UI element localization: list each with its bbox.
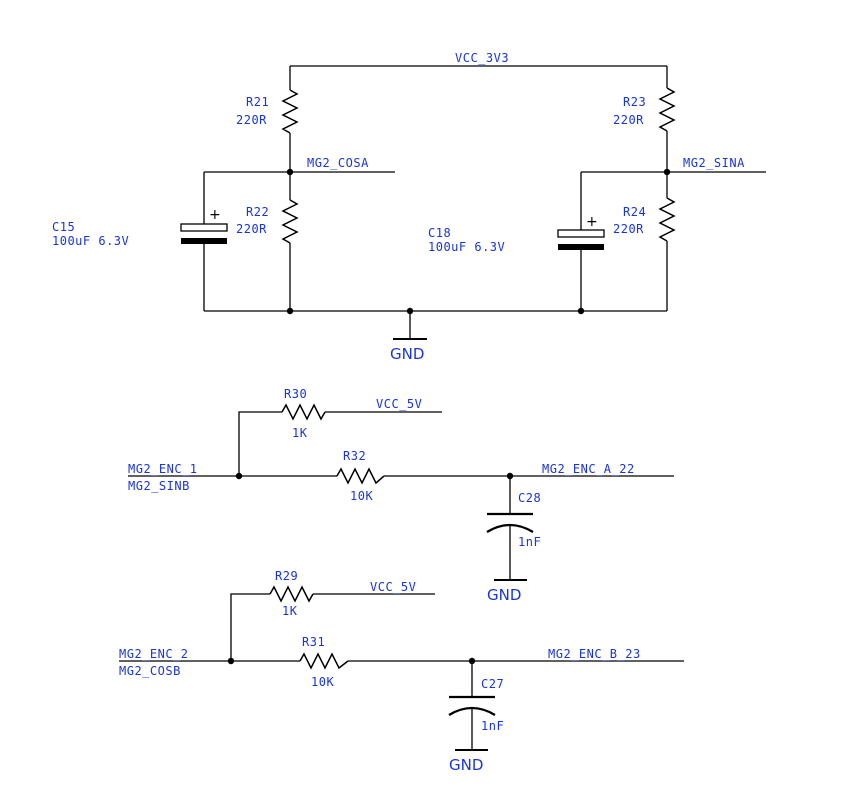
resistor-icon (281, 199, 299, 244)
mg2-cosa-label: MG2_COSA (307, 156, 369, 170)
polarized-capacitor-icon (557, 229, 605, 250)
resistor-r24: R24 220R (613, 197, 676, 242)
vcc-3v3-label: VCC_3V3 (455, 51, 509, 65)
resistor-icon (658, 197, 676, 242)
polarized-capacitor-icon (180, 223, 228, 244)
vcc-5v-label-b: VCC_5V (370, 580, 416, 594)
junction-dot-icon (286, 168, 294, 176)
c28-value: 1nF (518, 535, 541, 549)
r30-ref: R30 (284, 387, 307, 401)
r23-ref: R23 (623, 95, 646, 109)
resistor-r30: R30 1K (281, 387, 326, 440)
junction-dot-icon (235, 472, 243, 480)
capacitor-c27: C27 1nF (448, 661, 504, 750)
junction-dot-icon (577, 307, 585, 315)
junction-dot-icon (286, 307, 294, 315)
r32-ref: R32 (343, 449, 366, 463)
c15-value: 100uF 6.3V (52, 234, 129, 248)
resistor-icon (336, 467, 385, 485)
capacitor-icon (448, 695, 496, 716)
resistor-r21: R21 220R (236, 89, 299, 134)
junction-dot-icon (663, 168, 671, 176)
encoder-a-filter: R30 1K VCC_5V MG2_ENC_1 MG2_SINB R32 10K… (128, 387, 674, 604)
r31-ref: R31 (302, 635, 325, 649)
resistor-icon (299, 652, 349, 670)
r29-ref: R29 (275, 569, 298, 583)
c27-value: 1nF (481, 719, 504, 733)
resistor-r32: R32 10K (336, 449, 385, 503)
resistor-icon (281, 403, 326, 421)
r22-value: 220R (236, 222, 267, 236)
vcc-5v-label-a: VCC_5V (376, 397, 422, 411)
mg2-enc-2-label: MG2_ENC_2 (119, 647, 189, 661)
pullup-wire-b (230, 593, 270, 661)
c27-ref: C27 (481, 677, 504, 691)
mg2-sinb-label: MG2_SINB (128, 479, 190, 493)
r30-value: 1K (292, 426, 308, 440)
capacitor-icon (486, 512, 534, 533)
resistor-r23: R23 220R (613, 87, 676, 132)
mg2-enc-b-23-label: MG2_ENC_B_23 (548, 647, 641, 661)
resistor-icon (658, 87, 676, 132)
gnd-label-b: GND (449, 756, 483, 774)
c15-plus-sign: + (209, 207, 221, 223)
resistor-r31: R31 10K (299, 635, 349, 689)
top-gnd-label: GND (390, 345, 424, 363)
junction-dot-icon (227, 657, 235, 665)
resistor-r22: R22 220R (236, 199, 299, 244)
top-circuit: VCC_3V3 R21 220R MG2_COSA R22 220R + C (52, 51, 766, 363)
c28-ref: C28 (518, 491, 541, 505)
gnd-label-a: GND (487, 586, 521, 604)
vcc-3v3-rail (289, 65, 668, 90)
c15-ref: C15 (52, 220, 75, 234)
r21-value: 220R (236, 113, 267, 127)
r21-ref: R21 (246, 95, 269, 109)
c18-plus-sign: + (586, 214, 598, 230)
capacitor-c18: + C18 100uF 6.3V (428, 172, 605, 311)
resistor-icon (269, 585, 314, 603)
r29-value: 1K (282, 604, 298, 618)
r23-value: 220R (613, 113, 644, 127)
pullup-wire-a (238, 411, 282, 476)
r31-value: 10K (311, 675, 334, 689)
ground-icon (393, 311, 427, 340)
encoder-b-filter: R29 1K VCC_5V MG2_ENC_2 MG2_COSB R31 10K… (119, 569, 684, 774)
r24-value: 220R (613, 222, 644, 236)
mg2-cosb-label: MG2_COSB (119, 664, 181, 678)
r22-ref: R22 (246, 205, 269, 219)
mg2-sina-label: MG2_SINA (683, 156, 745, 170)
mg2-enc-a-22-label: MG2_ENC_A_22 (542, 462, 635, 476)
r32-value: 10K (350, 489, 373, 503)
resistor-r29: R29 1K (269, 569, 314, 618)
mg2-enc-1-label: MG2_ENC_1 (128, 462, 198, 476)
c18-ref: C18 (428, 226, 451, 240)
r24-ref: R24 (623, 205, 646, 219)
capacitor-c28: C28 1nF (486, 476, 541, 580)
c18-value: 100uF 6.3V (428, 240, 505, 254)
capacitor-c15: + C15 100uF 6.3V (52, 172, 228, 311)
resistor-icon (281, 89, 299, 134)
